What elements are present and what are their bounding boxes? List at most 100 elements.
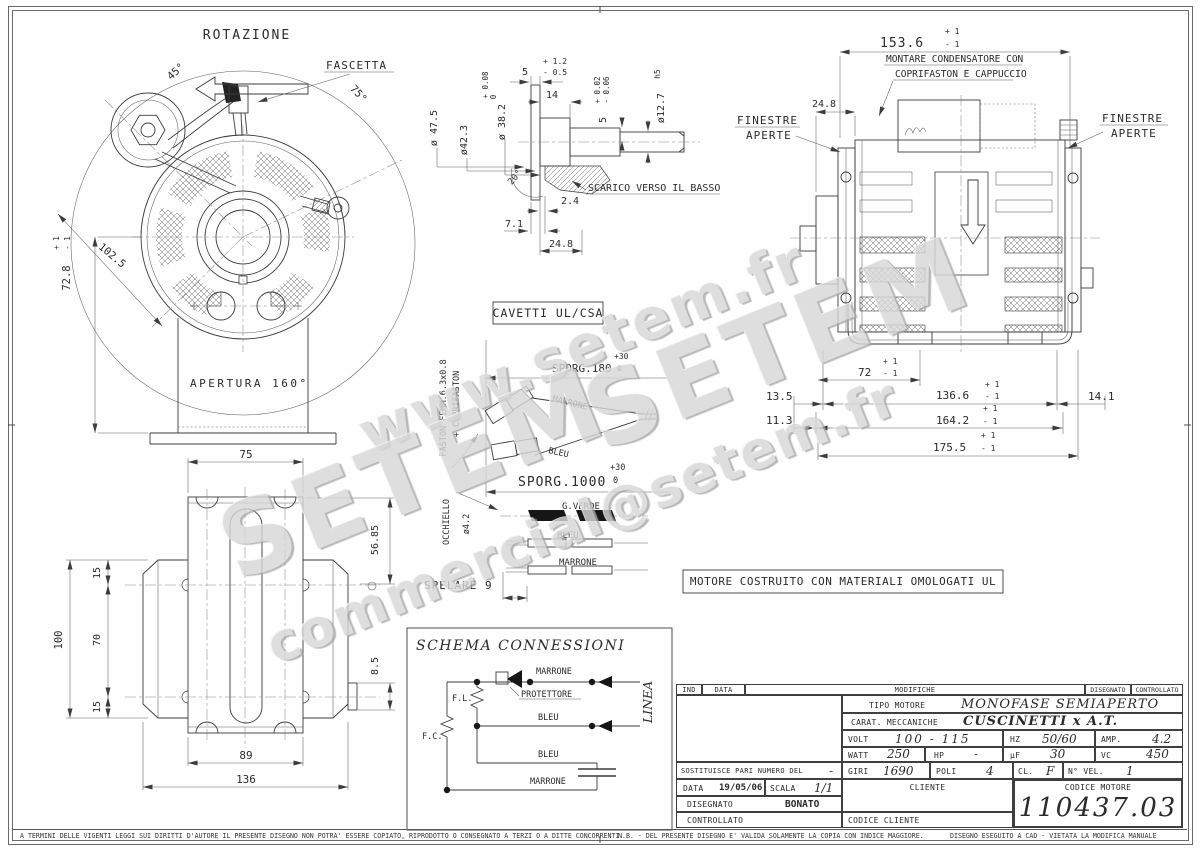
tb-volt-label: VOLT bbox=[848, 735, 869, 744]
shaft-end bbox=[799, 147, 856, 333]
bleu-wire bbox=[506, 538, 648, 548]
dim-164-2-tp: + 1 bbox=[983, 404, 998, 413]
dim-13-5: 13.5 bbox=[766, 390, 793, 403]
dim-136-6: 136.6 bbox=[936, 389, 969, 402]
marrone-label-2: MARRONE bbox=[559, 558, 597, 568]
tb-codice-cliente-cell: CODICE CLIENTE bbox=[842, 812, 1013, 828]
schema-marrone-low: MARRONE bbox=[530, 777, 566, 787]
dim-56-85: 56.85 bbox=[370, 525, 381, 555]
spelare-label: SPELARE 9 bbox=[424, 579, 493, 592]
tb-hz-cell: HZ 50/60 bbox=[1003, 730, 1095, 747]
dim-89: 89 bbox=[239, 749, 252, 762]
dia-38-tol-p: + 0.08 bbox=[481, 71, 490, 99]
end-cap bbox=[1059, 119, 1094, 333]
tb-codcli-label: CODICE CLIENTE bbox=[848, 816, 920, 825]
tb-hz-value: 50/60 bbox=[1042, 732, 1077, 746]
dim-24-8d: 24.8 bbox=[549, 239, 573, 250]
dim-72: 72 bbox=[858, 366, 871, 379]
dim-8-5: 8.5 bbox=[370, 657, 381, 675]
dim-102-5: 102.5 bbox=[96, 241, 128, 271]
tb-uf-cell: µF 30 bbox=[1003, 747, 1095, 762]
dim-11-3: 11.3 bbox=[766, 414, 793, 427]
dim-24-8s: 24.8 bbox=[812, 99, 836, 110]
apertura-label: APERTURA 160° bbox=[190, 377, 309, 390]
front-view: ROTAZIONE FASCETTA 45° 75° 102.5 72.8 - … bbox=[52, 28, 416, 445]
cables-section: CAVETTI UL/CSA SPORG.180 +30 0 FASTON FE… bbox=[424, 301, 668, 602]
tb-ind-header: IND bbox=[676, 684, 702, 695]
bracket-holes bbox=[190, 291, 302, 321]
marrone-wire bbox=[506, 565, 648, 575]
rotation-arrow bbox=[195, 76, 309, 102]
aperte-right: APERTE bbox=[1111, 127, 1157, 140]
tb-giri-label: GIRI bbox=[848, 767, 869, 776]
fascetta-label: FASCETTA bbox=[326, 59, 387, 72]
schema-title: SCHEMA CONNESSIONI bbox=[416, 638, 625, 654]
schema-bleu-low: BLEU bbox=[538, 750, 558, 760]
montare-line1: MONTARE CONDENSATORE CON bbox=[886, 54, 1024, 65]
gverde-label: G.VERDE bbox=[562, 502, 600, 512]
dim-75: 75 bbox=[239, 448, 252, 461]
dim-175-5-tm: - 1 bbox=[981, 444, 996, 453]
tb-disegnato-header: DISEGNATO bbox=[1085, 684, 1131, 695]
dim-72-tp: + 1 bbox=[883, 357, 898, 366]
sporg-180: SPORG.180 bbox=[552, 362, 612, 375]
dim-164-2: 164.2 bbox=[936, 414, 969, 427]
tb-amp-label: AMP. bbox=[1101, 735, 1122, 744]
dim-7-1: 7.1 bbox=[505, 219, 523, 230]
tb-controllato-header: CONTROLLATO bbox=[1131, 684, 1183, 695]
tb-giri-cell: GIRI 1690 bbox=[842, 762, 930, 779]
tb-watt-cell: WATT 250 bbox=[842, 747, 925, 762]
dim-175-5-tp: + 1 bbox=[981, 431, 996, 440]
tb-volt-cell: VOLT 100 - 115 bbox=[842, 730, 1003, 747]
schema-bleu-mid: BLEU bbox=[538, 713, 558, 723]
tb-disegnato-cell: DISEGNATO BONATO bbox=[676, 796, 842, 812]
wire-bundle bbox=[222, 82, 249, 137]
tb-hp-label: HP bbox=[934, 751, 945, 760]
tb-uf-value: 30 bbox=[1050, 747, 1066, 761]
dim-72-8-tol-p: + 1 bbox=[52, 236, 61, 250]
tb-vc-value: 450 bbox=[1146, 747, 1169, 761]
tb-carat-row: CARAT. MECCANICHE CUSCINETTI x A.T. bbox=[842, 713, 1183, 730]
tb-data-cell: DATA 19/05/06 bbox=[676, 779, 765, 796]
front-centerlines bbox=[104, 99, 403, 352]
dia-42-3: ø42.3 bbox=[459, 125, 470, 155]
tb-data-label: DATA bbox=[683, 784, 704, 793]
dim-72-8-tol-m: - 1 bbox=[63, 236, 72, 250]
tb-tipo-row: TIPO MOTORE MONOFASE SEMIAPERTO bbox=[842, 695, 1183, 713]
lead-wires bbox=[531, 397, 656, 456]
marrone-wire-label: MARRONE bbox=[551, 394, 588, 412]
dim-15a: 15 bbox=[92, 567, 103, 579]
tb-data-value: 19/05/06 bbox=[719, 783, 763, 793]
dim-70: 70 bbox=[92, 634, 103, 646]
dia-38-tol-z: 0 bbox=[489, 94, 498, 99]
tb-amp-cell: AMP. 4.2 bbox=[1095, 730, 1183, 747]
bleu-label-2: BLEU bbox=[557, 531, 579, 541]
tb-scala-label: SCALA bbox=[770, 784, 796, 793]
dim-175-5: 175.5 bbox=[933, 441, 966, 454]
tb-disegnato-label: DISEGNATO bbox=[687, 800, 734, 809]
angle-75-label: 75° bbox=[347, 83, 369, 105]
tb-cl-label: CL. bbox=[1018, 767, 1034, 776]
tb-nvel-value: 1 bbox=[1126, 764, 1134, 778]
bottom-centerlines bbox=[125, 487, 380, 745]
tb-hz-label: HZ bbox=[1010, 735, 1021, 744]
tb-vc-label: VC bbox=[1101, 751, 1112, 760]
tb-modifiche-header: MODIFICHE bbox=[745, 684, 1085, 695]
line-arrow-marrone bbox=[598, 676, 612, 688]
protettore-box bbox=[495, 671, 509, 685]
sporg-180-tp: +30 bbox=[614, 352, 629, 361]
flow-arrow bbox=[960, 179, 986, 245]
tb-scala-cell: SCALA 1/1 bbox=[765, 779, 842, 796]
dim-5a-tm: - 0.5 bbox=[543, 68, 567, 77]
fl-label: F.L. bbox=[452, 694, 472, 704]
gverde-sleeve-2 bbox=[576, 510, 616, 521]
dim-164-2-tm: - 1 bbox=[983, 417, 998, 426]
dim-14-1: 14.1 bbox=[1088, 390, 1115, 403]
tb-cliente-cell: CLIENTE bbox=[842, 779, 1013, 812]
protettore-label: PROTETTORE bbox=[521, 690, 572, 700]
dim-153-6: 153.6 bbox=[880, 36, 924, 51]
tb-vc-cell: VC 450 bbox=[1095, 747, 1183, 762]
right-clamp bbox=[299, 195, 350, 220]
bleu-wire-label: BLEU bbox=[547, 446, 569, 460]
sporg-180-tz: 0 bbox=[617, 364, 622, 373]
